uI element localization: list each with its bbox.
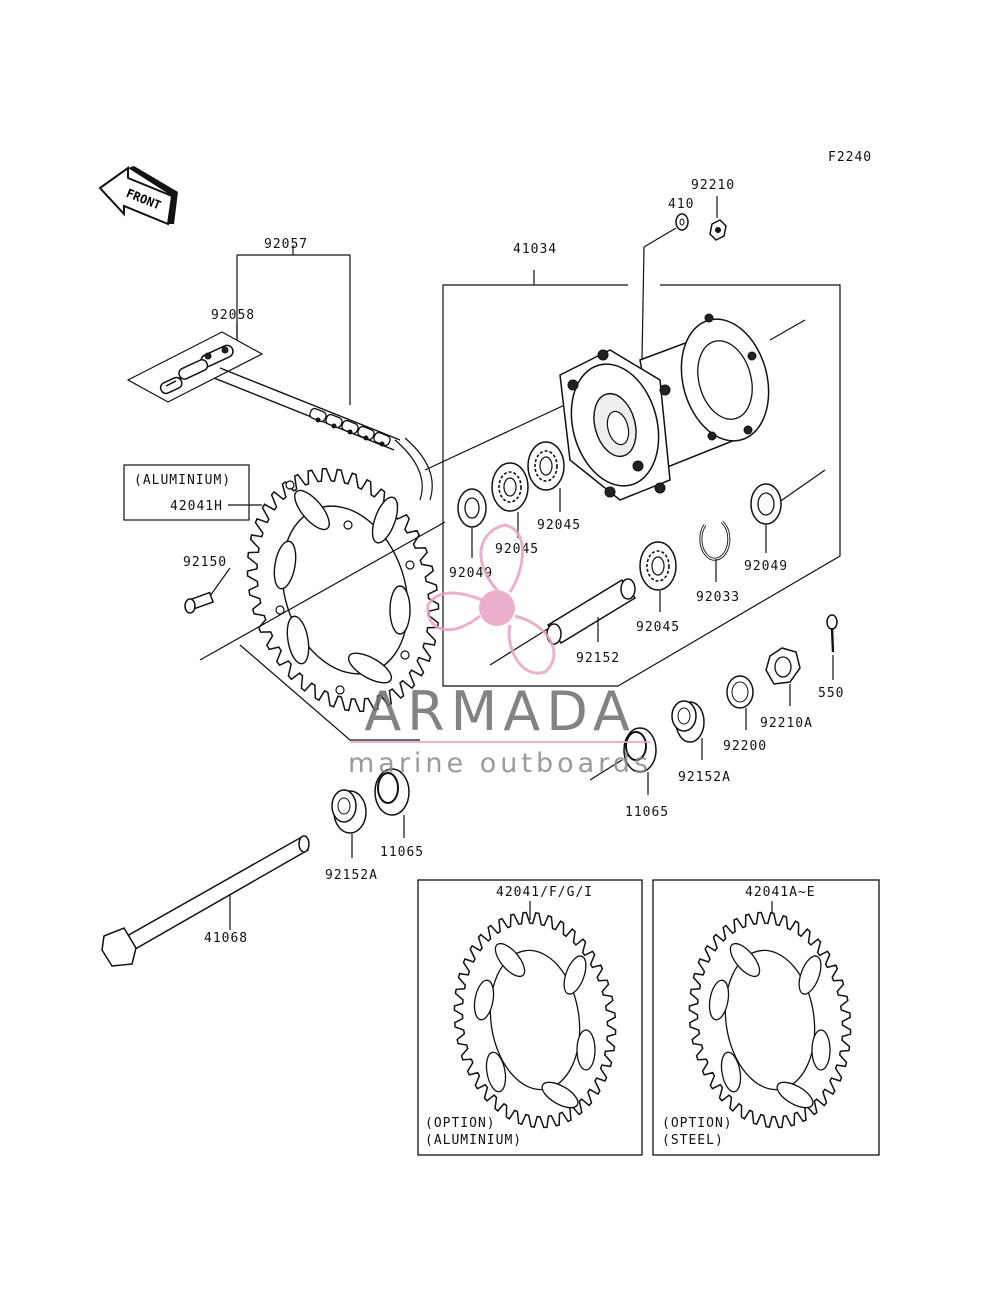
option-steel-line1: (OPTION): [662, 1116, 733, 1131]
part-41034-label: 41034: [513, 242, 557, 257]
propeller-icon: [426, 523, 556, 675]
part-92150-label: 92150: [183, 555, 227, 570]
cotter-pin-550: 550: [818, 614, 844, 701]
rear-sprocket: [246, 467, 440, 713]
part-11065-right-label: 11065: [625, 805, 669, 820]
spacer-92152: 92152: [546, 578, 637, 666]
sprocket-bolt: 92150: [183, 555, 231, 614]
seal-11065-left: 11065: [374, 768, 424, 860]
part-42041H-label: 42041H: [170, 499, 223, 514]
part-550-label: 550: [818, 686, 844, 701]
part-410-label: 410: [668, 197, 694, 212]
armada-watermark: ARMADA marine outboards: [348, 523, 652, 779]
circlip-92033: 92033: [696, 520, 740, 605]
watermark-title: ARMADA: [364, 680, 636, 743]
sprocket-outline: [246, 467, 440, 713]
part-92049-left-label: 92049: [449, 566, 493, 581]
nut-92210: 92210: [691, 178, 735, 241]
option-aluminium-sprocket: [453, 911, 617, 1129]
part-92200-label: 92200: [723, 739, 767, 754]
rear-axle-41068: 41068: [101, 835, 310, 967]
part-92152A-right-label: 92152A: [678, 770, 731, 785]
option-aluminium-line1: (OPTION): [425, 1116, 496, 1131]
part-92210-label: 92210: [691, 178, 735, 193]
part-11065-left-label: 11065: [380, 845, 424, 860]
part-92045-a-label: 92045: [495, 542, 539, 557]
sprocket-guide-line: [239, 644, 420, 741]
option-steel-sprocket: [688, 911, 852, 1129]
rear-hub: [559, 313, 770, 501]
chain-group: 92057 92058: [126, 237, 433, 501]
bearing-92045-b: 92045: [527, 441, 581, 533]
option-steel-line2: (STEEL): [662, 1133, 724, 1148]
watermark-subtitle: marine outboards: [348, 748, 652, 779]
part-41068-label: 41068: [204, 931, 248, 946]
aluminium-callout: (ALUMINIUM) 42041H: [123, 464, 262, 521]
washer-410: 410: [641, 197, 694, 361]
part-92045-b-label: 92045: [537, 518, 581, 533]
drive-chain: [213, 367, 433, 501]
option-aluminium-line2: (ALUMINIUM): [425, 1133, 522, 1148]
master-link: [159, 344, 234, 395]
part-92152-label: 92152: [576, 651, 620, 666]
oil-seal-92049-right: 92049: [744, 483, 788, 574]
option-aluminium-part: 42041/F/G/I: [496, 885, 593, 900]
front-arrow-icon: FRONT: [98, 166, 178, 226]
part-92057-label: 92057: [264, 237, 308, 252]
part-92058-label: 92058: [211, 308, 255, 323]
part-92033-label: 92033: [696, 590, 740, 605]
aluminium-note: (ALUMINIUM): [134, 473, 231, 488]
part-92045-c-label: 92045: [636, 620, 680, 635]
bearing-92045-c: 92045: [636, 541, 680, 635]
collar-92152A-right: 92152A: [671, 700, 731, 785]
option-aluminium-box: 42041/F/G/I (OPTION) (ALUMINIUM): [417, 879, 643, 1156]
seal-11065-right: 11065: [589, 727, 669, 820]
oil-seal-92049-left: 92049: [449, 488, 493, 581]
collar-92152A-left: 92152A: [325, 789, 378, 883]
part-92210A-label: 92210A: [760, 716, 813, 731]
option-steel-box: 42041A~E (OPTION) (STEEL): [652, 879, 880, 1156]
axle-nut-92210A: 92210A: [760, 647, 813, 731]
option-steel-part: 42041A~E: [745, 885, 816, 900]
part-92152A-left-label: 92152A: [325, 868, 378, 883]
bearing-92045-a: 92045: [491, 462, 539, 557]
washer-92200: 92200: [723, 675, 767, 754]
part-92049-right-label: 92049: [744, 559, 788, 574]
diagram-code: F2240: [828, 150, 872, 165]
